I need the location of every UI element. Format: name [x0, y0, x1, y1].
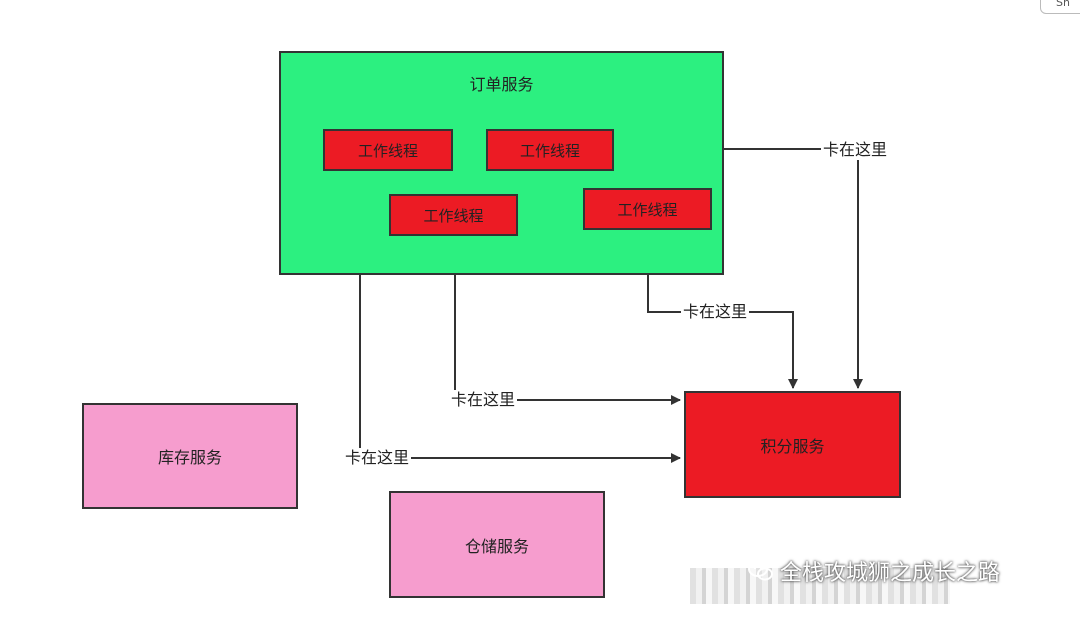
warehouse-service-label: 仓储服务 [464, 536, 529, 556]
connector-label-stuck-here: 卡在这里 [449, 390, 518, 410]
worker-thread-label: 工作线程 [519, 141, 580, 160]
order-service-label: 订单服务 [469, 75, 534, 94]
connector-label-stuck-here: 卡在这里 [343, 448, 412, 468]
watermark-text: 全栈攻城狮之成长之路 [780, 561, 1001, 586]
points-service-label: 积分服务 [760, 436, 825, 456]
worker-thread-4: 工作线程 [583, 188, 712, 230]
worker-thread-2: 工作线程 [486, 129, 614, 171]
wechat-icon [748, 561, 773, 581]
corner-button-label: Sh [1056, 0, 1070, 9]
worker-thread-label: 工作线程 [617, 200, 678, 219]
watermark: 全栈攻城狮之成长之路 [748, 555, 1000, 587]
connector-label-stuck-here: 卡在这里 [821, 140, 890, 160]
blurred-watermark-strip [690, 568, 950, 604]
inventory-service-label: 库存服务 [157, 448, 222, 467]
inventory-service-box: 库存服务 [82, 403, 298, 509]
points-service-box: 积分服务 [684, 391, 901, 498]
worker-thread-label: 工作线程 [423, 206, 484, 225]
worker-thread-label: 工作线程 [357, 141, 418, 160]
corner-button[interactable]: Sh [1040, 0, 1080, 14]
warehouse-service-box: 仓储服务 [389, 491, 605, 598]
connector-label-stuck-here: 卡在这里 [681, 302, 750, 322]
worker-thread-1: 工作线程 [323, 129, 453, 171]
worker-thread-3: 工作线程 [389, 194, 518, 236]
